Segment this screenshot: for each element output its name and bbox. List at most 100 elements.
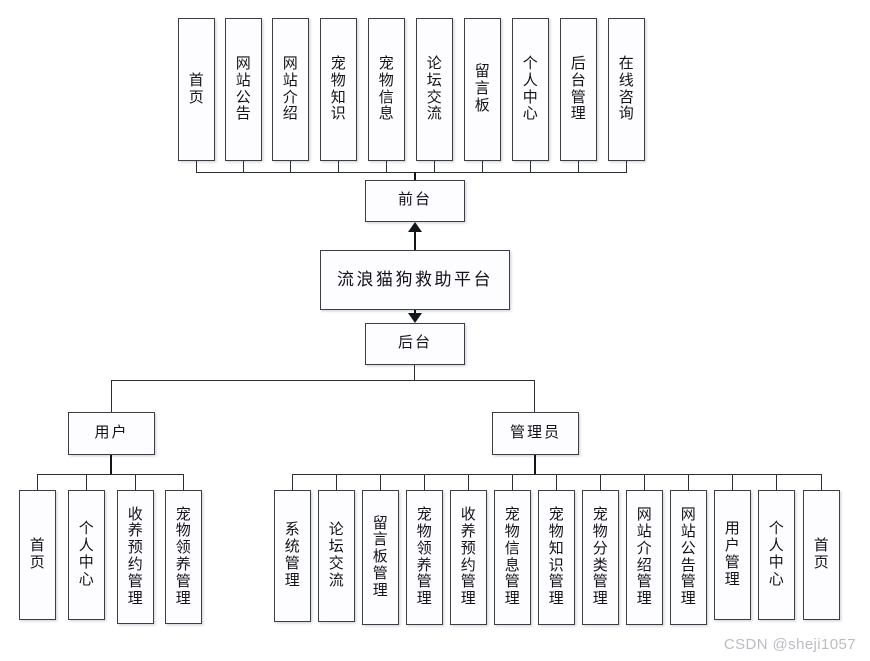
admin-module-label: 收养预约管理 bbox=[460, 507, 477, 608]
connector-stub bbox=[556, 474, 557, 490]
connector-stub bbox=[776, 474, 777, 490]
connector-stub bbox=[821, 474, 822, 490]
frontend-module-label: 论坛交流 bbox=[426, 55, 443, 123]
admin-module-box[interactable]: 个人中心 bbox=[758, 490, 795, 620]
user-module-box[interactable]: 收养预约管理 bbox=[117, 490, 154, 624]
connector-stub bbox=[290, 161, 291, 173]
connector-frontend-drop bbox=[414, 172, 416, 181]
connector-stub bbox=[386, 161, 387, 173]
connector-stub bbox=[530, 161, 531, 173]
connector-stub bbox=[512, 474, 513, 490]
role-node-admin[interactable]: 管理员 bbox=[492, 412, 579, 455]
frontend-module-label: 后台管理 bbox=[570, 55, 587, 123]
admin-module-label: 系统管理 bbox=[284, 522, 301, 589]
root-node[interactable]: 流浪猫狗救助平台 bbox=[320, 250, 510, 310]
admin-module-label: 宠物知识管理 bbox=[548, 507, 565, 608]
admin-module-label: 网站公告管理 bbox=[680, 507, 697, 608]
admin-module-box[interactable]: 留言板管理 bbox=[362, 490, 399, 625]
frontend-module-label: 宠物信息 bbox=[378, 55, 395, 123]
frontend-module-label: 网站介绍 bbox=[282, 55, 299, 123]
admin-module-box[interactable]: 网站公告管理 bbox=[670, 490, 707, 625]
frontend-module-label: 网站公告 bbox=[235, 55, 252, 123]
connector-bus-frontend bbox=[196, 172, 627, 173]
admin-module-box[interactable]: 用户管理 bbox=[714, 490, 751, 620]
user-module-box[interactable]: 个人中心 bbox=[68, 490, 105, 620]
connector-stub bbox=[468, 474, 469, 490]
connector-backend-drop bbox=[414, 365, 415, 381]
admin-module-box[interactable]: 宠物知识管理 bbox=[538, 490, 575, 625]
connector-stub bbox=[578, 161, 579, 173]
frontend-module-box[interactable]: 在线咨询 bbox=[608, 18, 645, 161]
frontend-module-label: 首页 bbox=[188, 72, 205, 106]
admin-module-label: 网站介绍管理 bbox=[636, 507, 653, 608]
connector-stub bbox=[183, 474, 184, 490]
frontend-node-label: 前台 bbox=[397, 192, 432, 209]
connector-stub bbox=[37, 474, 38, 490]
user-module-box[interactable]: 首页 bbox=[19, 490, 56, 620]
connector-to-admin bbox=[534, 380, 535, 412]
admin-module-box[interactable]: 宠物分类管理 bbox=[582, 490, 619, 625]
admin-module-box[interactable]: 宠物信息管理 bbox=[494, 490, 531, 625]
connector-stub bbox=[135, 474, 136, 490]
role-node-user[interactable]: 用户 bbox=[68, 412, 155, 455]
frontend-module-label: 在线咨询 bbox=[618, 55, 635, 123]
user-module-label: 宠物领养管理 bbox=[175, 506, 192, 607]
role-node-admin-label: 管理员 bbox=[509, 424, 561, 441]
frontend-module-box[interactable]: 网站介绍 bbox=[272, 18, 309, 161]
admin-module-box[interactable]: 网站介绍管理 bbox=[626, 490, 663, 625]
admin-module-box[interactable]: 论坛交流 bbox=[318, 490, 355, 622]
admin-module-box[interactable]: 收养预约管理 bbox=[450, 490, 487, 625]
admin-module-label: 论坛交流 bbox=[328, 522, 345, 589]
connector-bus-user bbox=[37, 474, 184, 475]
connector-stub bbox=[292, 474, 293, 490]
admin-module-box[interactable]: 宠物领养管理 bbox=[406, 490, 443, 625]
connector-stub bbox=[86, 474, 87, 490]
connector-root-to-frontend bbox=[414, 232, 416, 250]
user-module-label: 个人中心 bbox=[78, 521, 95, 588]
frontend-module-box[interactable]: 论坛交流 bbox=[416, 18, 453, 161]
frontend-module-box[interactable]: 留言板 bbox=[464, 18, 501, 161]
frontend-module-box[interactable]: 宠物知识 bbox=[320, 18, 357, 161]
admin-module-box[interactable]: 首页 bbox=[803, 490, 840, 620]
admin-module-label: 宠物分类管理 bbox=[592, 507, 609, 608]
frontend-module-label: 宠物知识 bbox=[330, 55, 347, 123]
admin-module-label: 宠物领养管理 bbox=[416, 507, 433, 608]
frontend-module-label: 个人中心 bbox=[522, 55, 539, 123]
connector-stub bbox=[644, 474, 645, 490]
root-node-label: 流浪猫狗救助平台 bbox=[337, 269, 493, 289]
connector-bus-roles bbox=[111, 380, 535, 381]
admin-module-label: 个人中心 bbox=[768, 521, 785, 588]
admin-module-label: 留言板管理 bbox=[372, 515, 389, 599]
admin-module-label: 首页 bbox=[813, 538, 830, 571]
connector-admin-drop bbox=[534, 455, 536, 475]
admin-module-label: 用户管理 bbox=[724, 521, 741, 588]
connector-stub bbox=[338, 161, 339, 173]
frontend-module-box[interactable]: 个人中心 bbox=[512, 18, 549, 161]
frontend-module-box[interactable]: 网站公告 bbox=[225, 18, 262, 161]
connector-stub bbox=[732, 474, 733, 490]
admin-module-label: 宠物信息管理 bbox=[504, 507, 521, 608]
connector-bus-admin bbox=[292, 474, 822, 475]
connector-stub bbox=[196, 161, 197, 173]
backend-node[interactable]: 后台 bbox=[365, 323, 465, 365]
frontend-module-box[interactable]: 后台管理 bbox=[560, 18, 597, 161]
connector-user-drop bbox=[110, 455, 112, 475]
connector-stub bbox=[688, 474, 689, 490]
admin-module-box[interactable]: 系统管理 bbox=[274, 490, 311, 622]
arrow-down-icon bbox=[408, 313, 422, 323]
role-node-user-label: 用户 bbox=[94, 424, 129, 441]
watermark: CSDN @sheji1057 bbox=[723, 636, 856, 653]
connector-stub bbox=[626, 161, 627, 173]
backend-node-label: 后台 bbox=[397, 335, 432, 352]
connector-stub bbox=[336, 474, 337, 490]
frontend-module-box[interactable]: 宠物信息 bbox=[368, 18, 405, 161]
user-module-label: 首页 bbox=[29, 538, 46, 571]
user-module-label: 收养预约管理 bbox=[127, 506, 144, 607]
frontend-node[interactable]: 前台 bbox=[365, 180, 465, 222]
connector-stub bbox=[424, 474, 425, 490]
connector-stub bbox=[434, 161, 435, 173]
user-module-box[interactable]: 宠物领养管理 bbox=[165, 490, 202, 624]
arrow-up-icon bbox=[408, 222, 422, 232]
frontend-module-box[interactable]: 首页 bbox=[178, 18, 215, 161]
